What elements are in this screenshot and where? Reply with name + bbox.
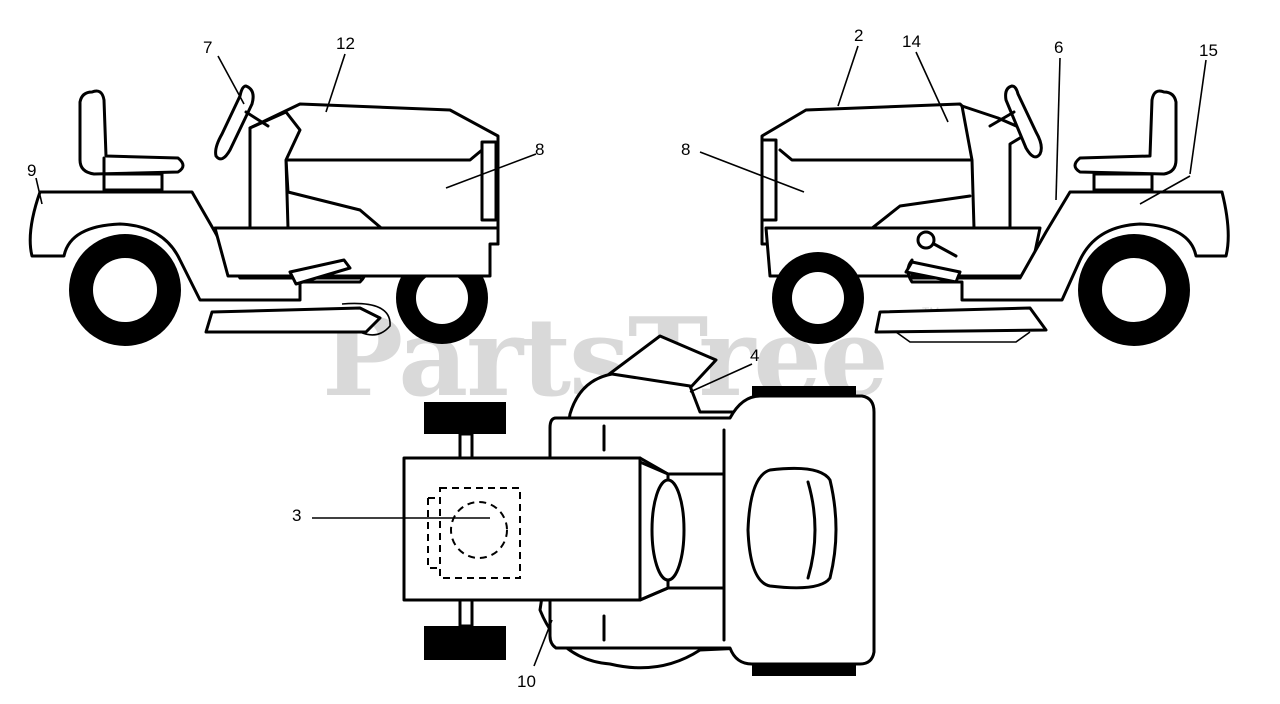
callout-2: 2: [854, 26, 863, 45]
mower-deck: [204, 306, 382, 334]
callout-12: 12: [336, 34, 355, 53]
rear-fender-top: [402, 456, 642, 602]
seat: [1073, 89, 1178, 176]
callout-8-right: 8: [681, 140, 690, 159]
steering-wheel-top: [746, 466, 838, 590]
callout-9: 9: [27, 161, 36, 180]
left-side-view: [28, 84, 500, 346]
callout-10: 10: [517, 672, 536, 691]
callout-7: 7: [203, 38, 212, 57]
leader-lines: [35, 45, 1207, 667]
top-view: [402, 334, 876, 676]
right-side-view: [760, 84, 1230, 346]
callout-15: 15: [1199, 41, 1218, 60]
mower-deck: [874, 306, 1048, 334]
callout-6: 6: [1054, 38, 1063, 57]
callout-8-left: 8: [535, 140, 544, 159]
callout-3: 3: [292, 506, 301, 525]
seat: [78, 89, 185, 176]
steering-wheel: [1004, 84, 1043, 159]
rear-tire-top: [424, 402, 506, 434]
callout-14: 14: [902, 32, 921, 51]
steering-wheel: [214, 84, 255, 161]
callout-labels: 7 12 9 8 2 14 6 15 8 4 3 10: [27, 26, 1218, 691]
callout-4: 4: [750, 346, 759, 365]
rear-tire-bottom: [424, 626, 506, 660]
